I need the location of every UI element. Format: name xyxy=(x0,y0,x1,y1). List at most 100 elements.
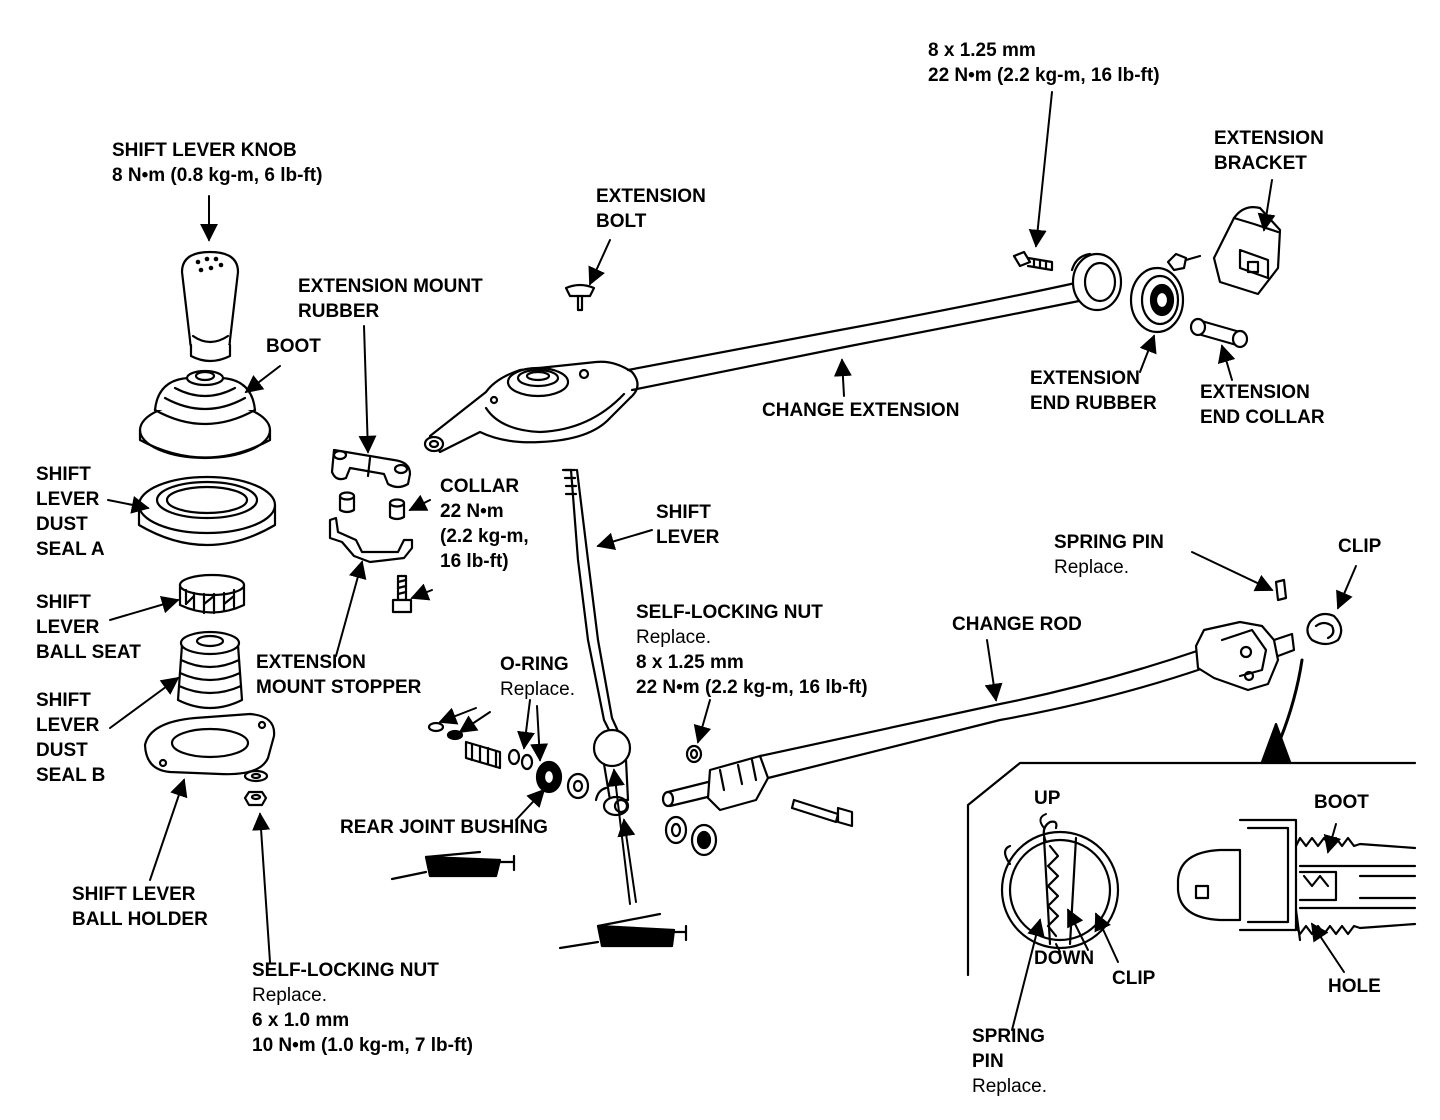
ball-holder-part xyxy=(143,712,276,776)
top-bolt-part xyxy=(1012,250,1054,272)
spring-pin-name: SPRING PIN xyxy=(1054,532,1164,553)
extension-end-collar-part xyxy=(1189,317,1249,349)
label-extension-mount-rubber: EXTENSION MOUNT RUBBER xyxy=(298,274,483,324)
grease-tube-2: GREASE xyxy=(558,912,688,950)
ext-bolt-line: EXTENSION xyxy=(596,186,706,207)
lever-nut-name: SELF-LOCKING NUT xyxy=(252,960,439,981)
end-rubber-line: EXTENSION xyxy=(1030,368,1140,389)
knob-torque: 8 N•m (0.8 kg-m, 6 lb-ft) xyxy=(112,165,323,186)
label-change-rod: CHANGE ROD xyxy=(952,612,1082,637)
mount-stopper-part xyxy=(328,516,414,564)
seal-b-line: SHIFT xyxy=(36,690,91,711)
ext-bracket-line: EXTENSION xyxy=(1214,128,1324,149)
rod-washers xyxy=(664,815,718,857)
shift-lever-line: LEVER xyxy=(656,527,720,548)
label-ball-seat: SHIFT LEVER BALL SEAT xyxy=(36,590,141,665)
detail-boot-text: BOOT xyxy=(1314,792,1369,813)
dust-seal-a-part xyxy=(137,475,277,546)
spring-pin-part xyxy=(1274,578,1288,602)
top-bolt-line: 22 N•m (2.2 kg-m, 16 lb-ft) xyxy=(928,65,1160,86)
label-lever-self-locking-nut: SELF-LOCKING NUT Replace. 6 x 1.0 mm 10 … xyxy=(252,958,473,1058)
ball-seat-line: LEVER xyxy=(36,617,100,638)
lever-nut-note: Replace. xyxy=(252,985,327,1006)
mount-stopper-line: EXTENSION xyxy=(256,652,366,673)
rear-joint-parts xyxy=(427,721,590,800)
collar-parts xyxy=(338,491,406,521)
extension-bracket-part xyxy=(1212,206,1282,296)
small-bolt-part xyxy=(1166,252,1202,272)
label-extension-bracket: EXTENSION BRACKET xyxy=(1214,126,1324,176)
ext-bolt-line: BOLT xyxy=(596,211,647,232)
boot-part xyxy=(138,369,272,460)
label-detail-hole: HOLE xyxy=(1328,974,1381,999)
shift-lever-knob xyxy=(180,250,240,363)
mount-rubber-line: EXTENSION MOUNT xyxy=(298,276,483,297)
label-spring-pin: SPRING PIN Replace. xyxy=(1054,530,1164,580)
detail-spring-pin-line: SPRING xyxy=(972,1026,1045,1047)
label-collar: COLLAR 22 N•m (2.2 kg-m, 16 lb-ft) xyxy=(440,474,529,574)
oring-note: Replace. xyxy=(500,679,575,700)
seal-a-line: SHIFT xyxy=(36,464,91,485)
rod-bolt-part xyxy=(790,798,854,828)
label-boot: BOOT xyxy=(266,334,321,359)
label-extension-end-collar: EXTENSION END COLLAR xyxy=(1200,380,1325,430)
label-shift-lever-knob: SHIFT LEVER KNOB 8 N•m (0.8 kg-m, 6 lb-f… xyxy=(112,138,322,188)
grease-tube-1: GREASE xyxy=(390,850,516,881)
label-detail-spring-pin: SPRING PIN Replace. xyxy=(972,1024,1047,1099)
detail-clip-text: CLIP xyxy=(1112,968,1156,989)
mount-rubber-line: RUBBER xyxy=(298,301,380,322)
label-change-extension: CHANGE EXTENSION xyxy=(762,398,959,423)
label-clip: CLIP xyxy=(1338,534,1381,559)
detail-spring-pin-line: PIN xyxy=(972,1051,1004,1072)
stopper-bolt xyxy=(391,574,413,614)
ball-seat-part xyxy=(178,573,246,615)
rod-nut-part xyxy=(685,744,703,764)
seal-b-line: LEVER xyxy=(36,715,100,736)
label-shift-lever: SHIFT LEVER xyxy=(656,500,719,550)
label-o-ring: O-RING Replace. xyxy=(500,652,575,702)
rod-nut-size: 8 x 1.25 mm xyxy=(636,652,744,673)
shift-lever-part xyxy=(561,468,632,817)
collar-torque-line: 16 lb-ft) xyxy=(440,551,509,572)
knob-name: SHIFT LEVER KNOB xyxy=(112,140,297,161)
label-extension-bolt: EXTENSION BOLT xyxy=(596,184,706,234)
detail-spring-pin-note: Replace. xyxy=(972,1076,1047,1097)
end-collar-line: END COLLAR xyxy=(1200,407,1325,428)
detail-spring-pin-view xyxy=(1000,820,1120,950)
grease-label-2: GREASE xyxy=(608,934,656,945)
seal-a-line: LEVER xyxy=(36,489,100,510)
extension-end-rubber-part xyxy=(1070,252,1185,334)
rod-nut-note: Replace. xyxy=(636,627,711,648)
collar-torque-line: (2.2 kg-m, xyxy=(440,526,529,547)
end-collar-line: EXTENSION xyxy=(1200,382,1310,403)
label-top-bolt-spec: 8 x 1.25 mm 22 N•m (2.2 kg-m, 16 lb-ft) xyxy=(928,38,1160,88)
label-ball-holder: SHIFT LEVER BALL HOLDER xyxy=(72,882,208,932)
lever-nut-size: 6 x 1.0 mm xyxy=(252,1010,350,1031)
dust-seal-b-part xyxy=(176,630,244,710)
grease-label-1: GREASE xyxy=(434,864,482,875)
lever-nut-torque: 10 N•m (1.0 kg-m, 7 lb-ft) xyxy=(252,1035,473,1056)
shift-lever-line: SHIFT xyxy=(656,502,711,523)
seal-a-line: DUST xyxy=(36,514,88,535)
top-bolt-line: 8 x 1.25 mm xyxy=(928,40,1036,61)
seal-b-line: DUST xyxy=(36,740,88,761)
clip-text: CLIP xyxy=(1338,536,1382,557)
spring-pin-note: Replace. xyxy=(1054,557,1129,578)
label-dust-seal-a: SHIFT LEVER DUST SEAL A xyxy=(36,462,105,562)
change-extension-part xyxy=(423,280,1086,454)
detail-down-text: DOWN xyxy=(1034,948,1095,969)
collar-torque-line: 22 N•m xyxy=(440,501,504,522)
oring-name: O-RING xyxy=(500,654,569,675)
label-detail-boot: BOOT xyxy=(1314,790,1369,815)
change-ext-text: CHANGE EXTENSION xyxy=(762,400,960,421)
detail-box-border xyxy=(966,761,1417,977)
end-rubber-line: END RUBBER xyxy=(1030,393,1157,414)
rear-bushing-text: REAR JOINT BUSHING xyxy=(340,817,548,838)
label-dust-seal-b: SHIFT LEVER DUST SEAL B xyxy=(36,688,105,788)
lever-nut-part xyxy=(243,769,269,807)
rod-nut-name: SELF-LOCKING NUT xyxy=(636,602,823,623)
label-detail-down: DOWN xyxy=(1034,946,1094,971)
ball-holder-line: SHIFT LEVER xyxy=(72,884,196,905)
